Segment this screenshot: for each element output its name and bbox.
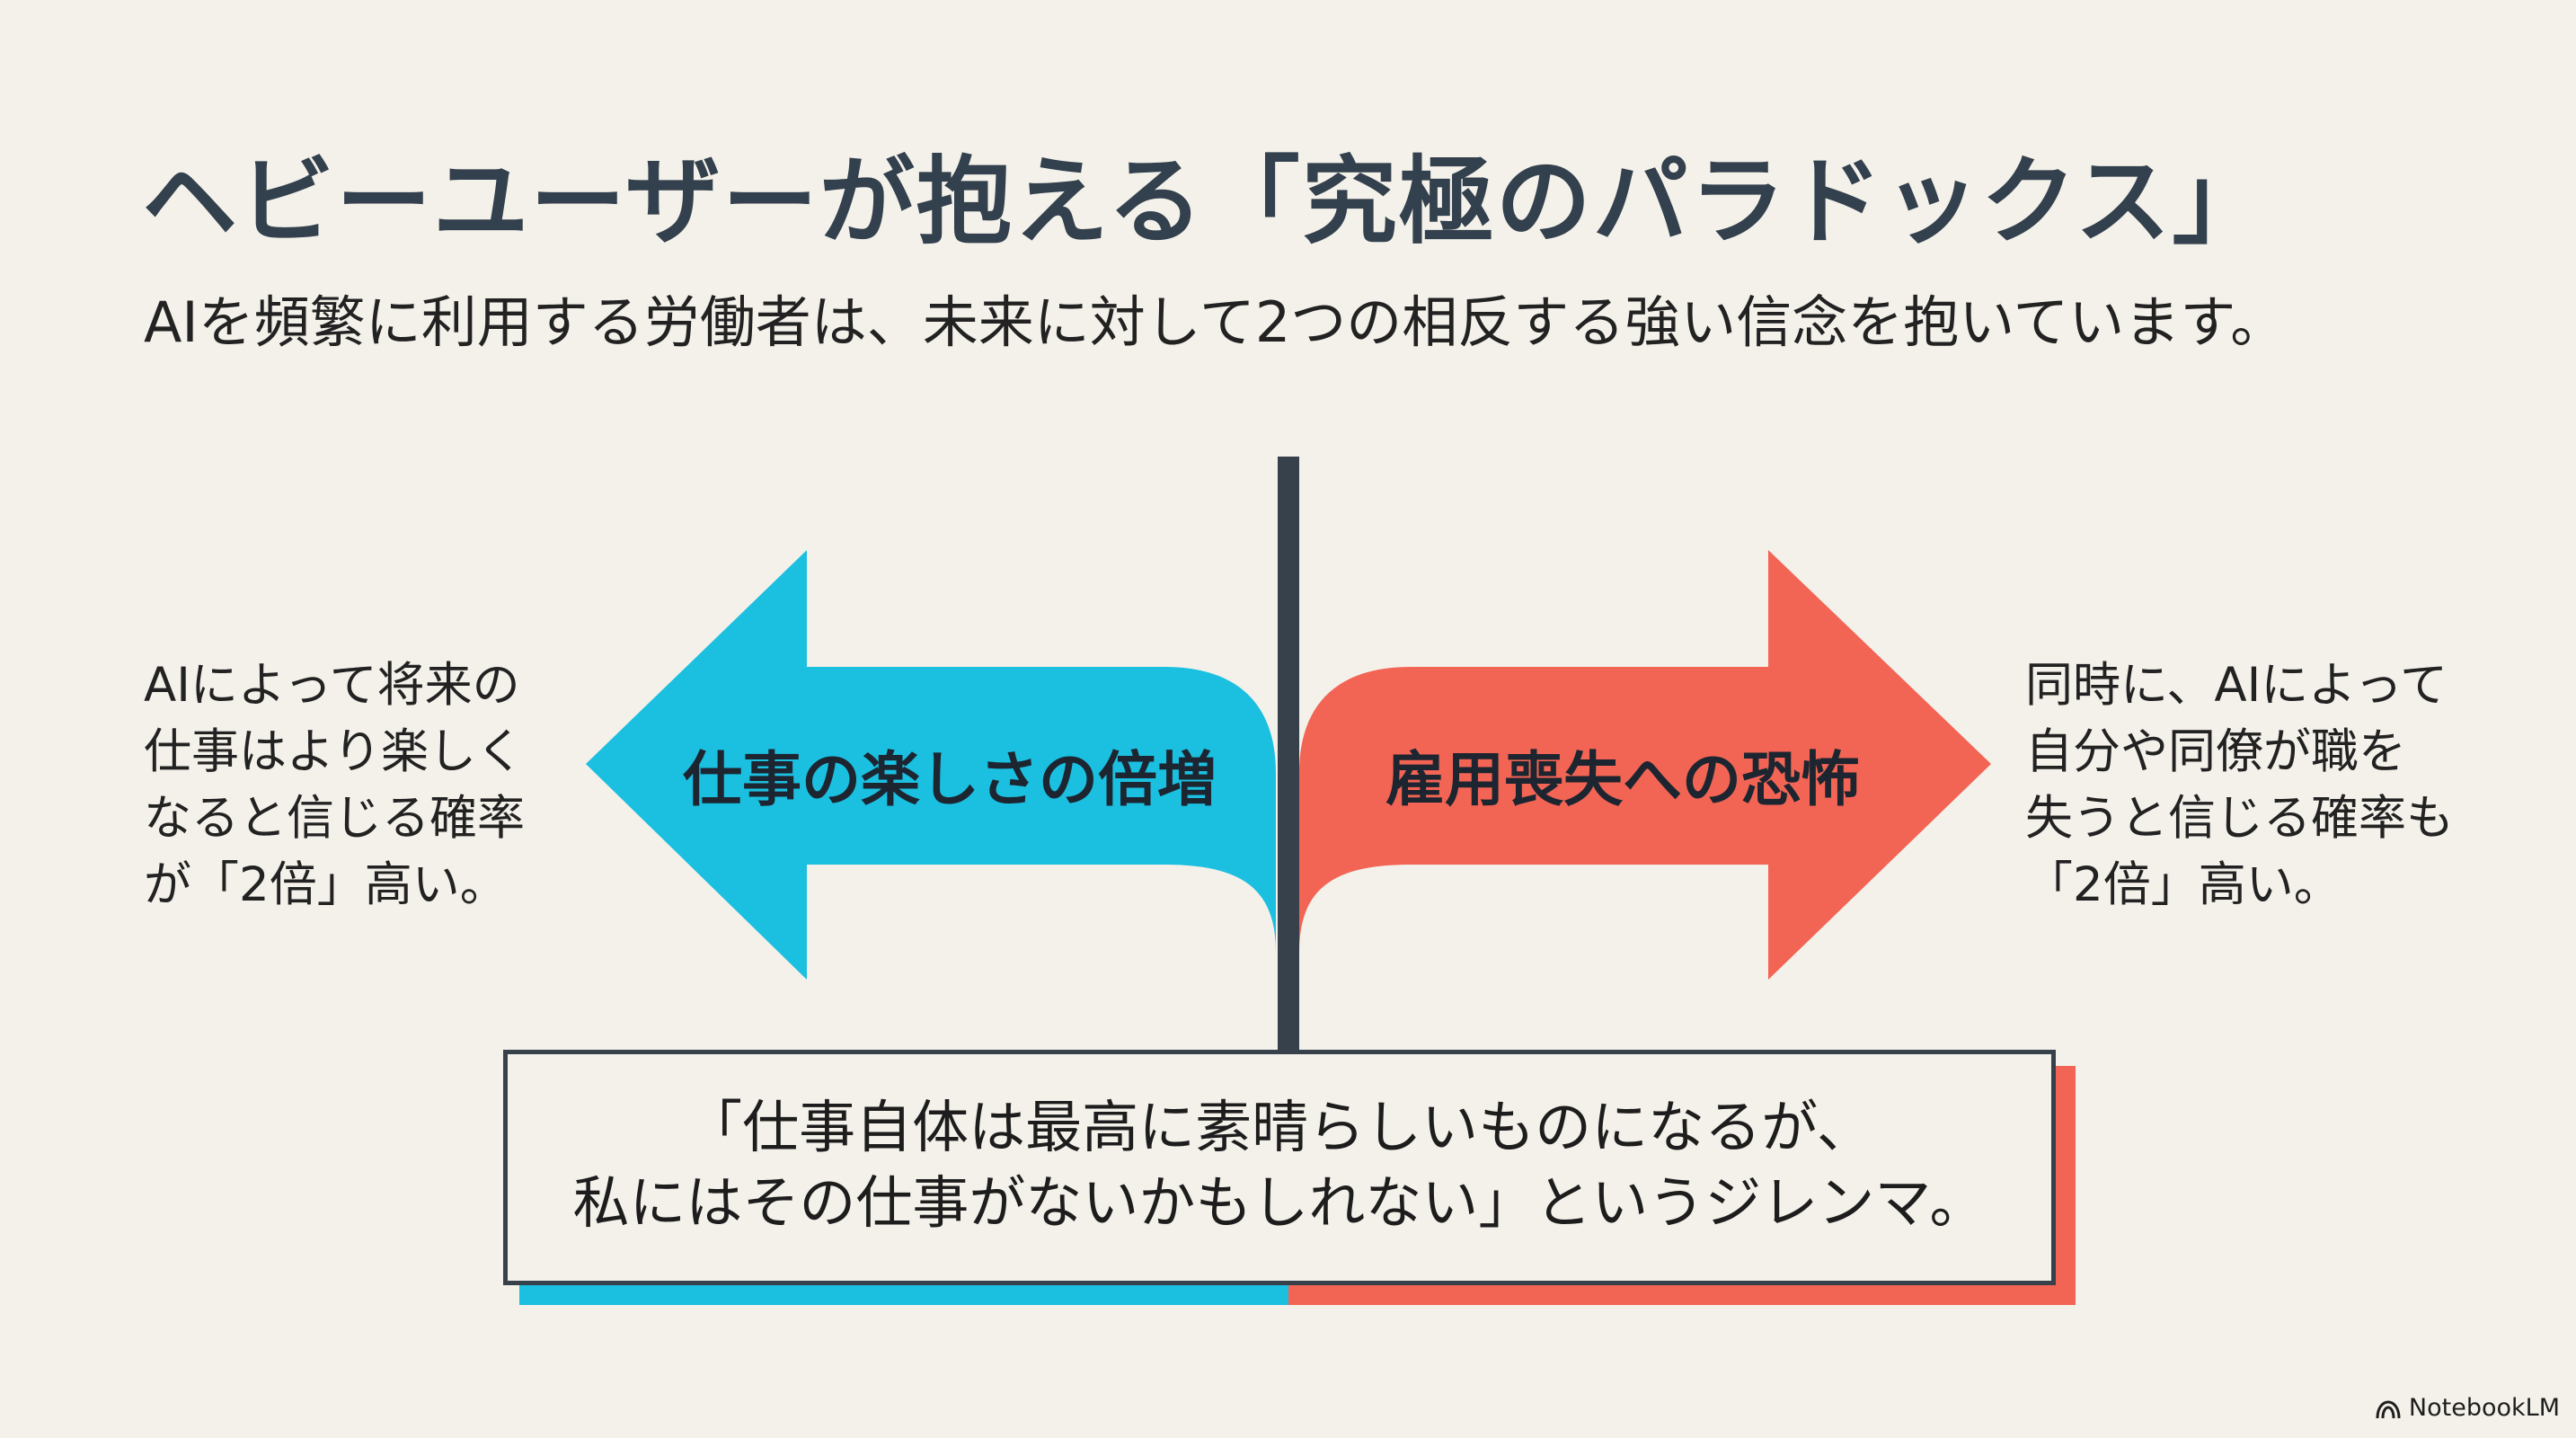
quote-line-1: 「仕事自体は最高に素晴らしいものになるが、 <box>686 1095 1873 1160</box>
watermark-text: NotebookLM <box>2408 1394 2560 1422</box>
left-description-line: なると信じる確率 <box>144 791 525 846</box>
left-description-line: AIによって将来の <box>144 658 520 713</box>
right-arrow <box>1299 550 1991 980</box>
right-description-line: 失うと信じる確率も <box>2025 791 2454 846</box>
right-description-line: 同時に、AIによって <box>2025 658 2448 713</box>
quote-box: 「仕事自体は最高に素晴らしいものになるが、 私にはその仕事がないかもしれない」と… <box>503 1050 2056 1285</box>
center-divider <box>1278 457 1299 1050</box>
notebooklm-logo-icon <box>2376 1399 2401 1418</box>
left-description-line: 仕事はより楽しく <box>144 724 524 779</box>
left-description: AIによって将来の 仕事はより楽しく なると信じる確率 が「2倍」高い。 <box>144 652 525 919</box>
left-arrow <box>586 550 1276 980</box>
right-description-line: 自分や同僚が職を <box>2025 724 2406 779</box>
right-description: 同時に、AIによって 自分や同僚が職を 失うと信じる確率も 「2倍」高い。 <box>2025 652 2454 919</box>
slide-title: ヘビーユーザーが抱える「究極のパラドックス」 <box>142 146 2270 257</box>
slide-subtitle: AIを頻繁に利用する労働者は、未来に対して2つの相反する強い信念を抱いています。 <box>144 289 2287 355</box>
left-description-line: が「2倍」高い。 <box>144 857 508 912</box>
quote-line-2: 私にはその仕事がないかもしれない」というジレンマ。 <box>572 1170 1987 1236</box>
right-arrow-label: 雇用喪失への恐怖 <box>1385 745 1860 814</box>
right-description-line: 「2倍」高い。 <box>2025 857 2341 912</box>
notebooklm-watermark: NotebookLM <box>2375 1394 2560 1422</box>
left-arrow-label: 仕事の楽しさの倍増 <box>683 745 1217 814</box>
